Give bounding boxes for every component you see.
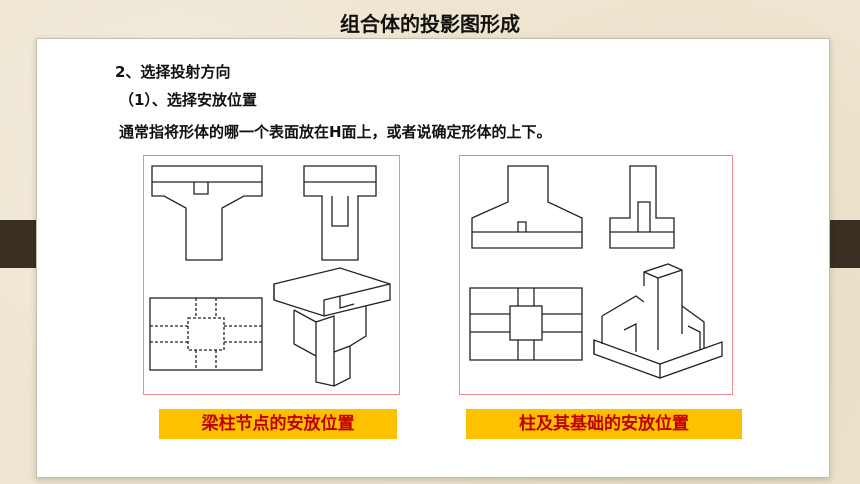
left-side-tab [0,220,42,268]
section-heading: 2、选择投射方向 [115,63,231,81]
content-panel: 2、选择投射方向 （1）、选择安放位置 通常指将形体的哪一个表面放在H面上，或者… [36,38,830,478]
slide-title: 组合体的投影图形成 [340,12,520,36]
column-foundation-drawing [469,165,723,379]
description-text: 通常指将形体的哪一个表面放在H面上，或者说确定形体的上下。 [119,123,552,141]
beam-column-drawing [149,165,391,387]
subsection-heading: （1）、选择安放位置 [119,91,257,109]
column-foundation-figure [459,155,733,395]
left-figure-caption: 梁柱节点的安放位置 [159,409,397,439]
beam-column-figure [143,155,400,395]
right-figure-caption: 柱及其基础的安放位置 [466,409,742,439]
